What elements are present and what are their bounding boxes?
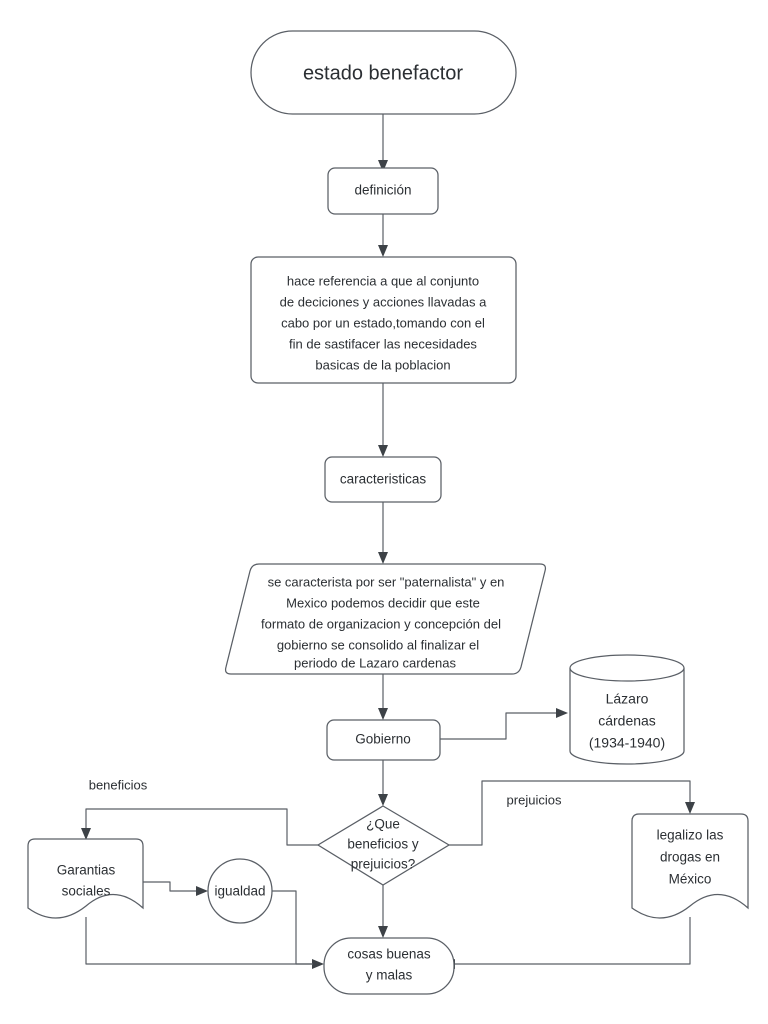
- igualdad-label: igualdad: [214, 884, 265, 899]
- caracteristicas-label: caracteristicas: [340, 472, 427, 487]
- connector-gobierno-to-lazaro: [440, 712, 557, 740]
- garantias-line-1: Garantias: [57, 863, 116, 878]
- connector-garantias-to-cosas: [85, 917, 313, 965]
- estado-benefactor-shape[interactable]: [250, 30, 517, 115]
- igualdad-shape[interactable]: [207, 858, 273, 924]
- definicion-texto-line-1: hace referencia a que al conjunto: [287, 273, 479, 288]
- arrowhead-lazaro: [556, 708, 568, 718]
- node-decision[interactable]: ¿Que beneficios y prejuicios?: [316, 805, 451, 886]
- caracteristicas-texto-line-4: gobierno se consolido al finalizar el: [277, 637, 479, 652]
- arrowhead-legalizo: [685, 802, 695, 814]
- legalizo-drogas-shape[interactable]: [631, 813, 749, 919]
- caracteristicas-texto-line-1: se caracterista por ser "paternalista" y…: [268, 574, 505, 589]
- node-cosas-buenas-y-malas[interactable]: cosas buenas y malas: [323, 937, 455, 995]
- node-definicion[interactable]: definición: [327, 167, 439, 215]
- connector-garantias-to-igualdad: [143, 881, 197, 892]
- node-igualdad[interactable]: igualdad: [207, 858, 273, 924]
- decision-line-2: beneficios y: [347, 837, 419, 852]
- caracteristicas-texto-shape[interactable]: [224, 563, 547, 675]
- node-estado-benefactor[interactable]: estado benefactor: [250, 30, 517, 115]
- gobierno-shape[interactable]: [326, 719, 441, 761]
- lazaro-line-2: cárdenas: [598, 713, 656, 729]
- node-caracteristicas[interactable]: caracteristicas: [324, 456, 442, 503]
- caracteristicas-shape[interactable]: [324, 456, 442, 503]
- definicion-texto-line-3: cabo por un estado,tomando con el: [281, 315, 485, 330]
- node-definicion-texto[interactable]: hace referencia a que al conjunto de dec…: [250, 256, 517, 384]
- decision-shape[interactable]: [316, 805, 451, 886]
- cosas-line-2: y malas: [366, 968, 413, 983]
- arrowhead-garantias: [81, 828, 91, 840]
- node-lazaro-cardenas[interactable]: Lázaro cárdenas (1934-1940): [569, 654, 685, 765]
- cosas-buenas-shape[interactable]: [323, 937, 455, 995]
- lazaro-line-3: (1934-1940): [589, 735, 665, 751]
- arrowhead-decision: [378, 794, 388, 806]
- definicion-label: definición: [354, 183, 411, 198]
- node-gobierno[interactable]: Gobierno: [326, 719, 441, 761]
- estado-benefactor-label: estado benefactor: [303, 62, 463, 84]
- garantias-sociales-shape[interactable]: [27, 838, 144, 919]
- edge-label-beneficios: beneficios: [89, 777, 148, 792]
- arrowhead-gobierno: [378, 708, 388, 720]
- lazaro-cylinder-top: [569, 654, 685, 682]
- arrowhead-definicion-texto: [378, 245, 388, 257]
- decision-line-1: ¿Que: [366, 817, 400, 832]
- node-legalizo-drogas[interactable]: legalizo las drogas en México: [631, 813, 749, 919]
- arrowhead-cosas-left: [312, 959, 324, 969]
- definicion-texto-line-5: basicas de la poblacion: [315, 357, 450, 372]
- connector-decision-to-legalizo: [449, 780, 691, 846]
- legalizo-line-3: México: [669, 872, 712, 887]
- gobierno-label: Gobierno: [355, 732, 411, 747]
- connector-igualdad-to-cosas: [272, 890, 313, 965]
- caracteristicas-texto-line-5: periodo de Lazaro cardenas: [294, 655, 456, 670]
- decision-line-3: prejuicios?: [351, 857, 416, 872]
- arrowhead-parallelogram: [378, 552, 388, 564]
- edge-label-prejuicios: prejuicios: [507, 792, 562, 807]
- arrowhead-igualdad: [196, 886, 208, 896]
- connectors: [81, 114, 695, 969]
- connector-legalizo-to-cosas: [454, 917, 691, 965]
- definicion-texto-shape[interactable]: [250, 256, 517, 384]
- caracteristicas-texto-line-2: Mexico podemos decidir que este: [286, 595, 480, 610]
- connector-decision-to-garantias: [85, 808, 318, 846]
- garantias-line-2: sociales: [62, 884, 111, 899]
- legalizo-line-2: drogas en: [660, 850, 720, 865]
- lazaro-line-1: Lázaro: [606, 691, 649, 707]
- legalizo-line-1: legalizo las: [657, 828, 724, 843]
- arrowhead-cosas-top: [378, 926, 388, 938]
- definicion-shape[interactable]: [327, 167, 439, 215]
- node-caracteristicas-texto[interactable]: se caracterista por ser "paternalista" y…: [224, 563, 547, 675]
- arrowhead-definicion: [378, 160, 388, 172]
- lazaro-cylinder-body[interactable]: [569, 668, 685, 765]
- node-garantias-sociales[interactable]: Garantias sociales: [27, 838, 144, 919]
- cosas-line-1: cosas buenas: [347, 947, 431, 962]
- arrowhead-caracteristicas: [378, 445, 388, 457]
- definicion-texto-line-2: de deciciones y acciones llavadas a: [280, 294, 487, 309]
- caracteristicas-texto-line-3: formato de organizacion y concepción del: [261, 616, 501, 631]
- definicion-texto-line-4: fin de sastifacer las necesidades: [289, 336, 477, 351]
